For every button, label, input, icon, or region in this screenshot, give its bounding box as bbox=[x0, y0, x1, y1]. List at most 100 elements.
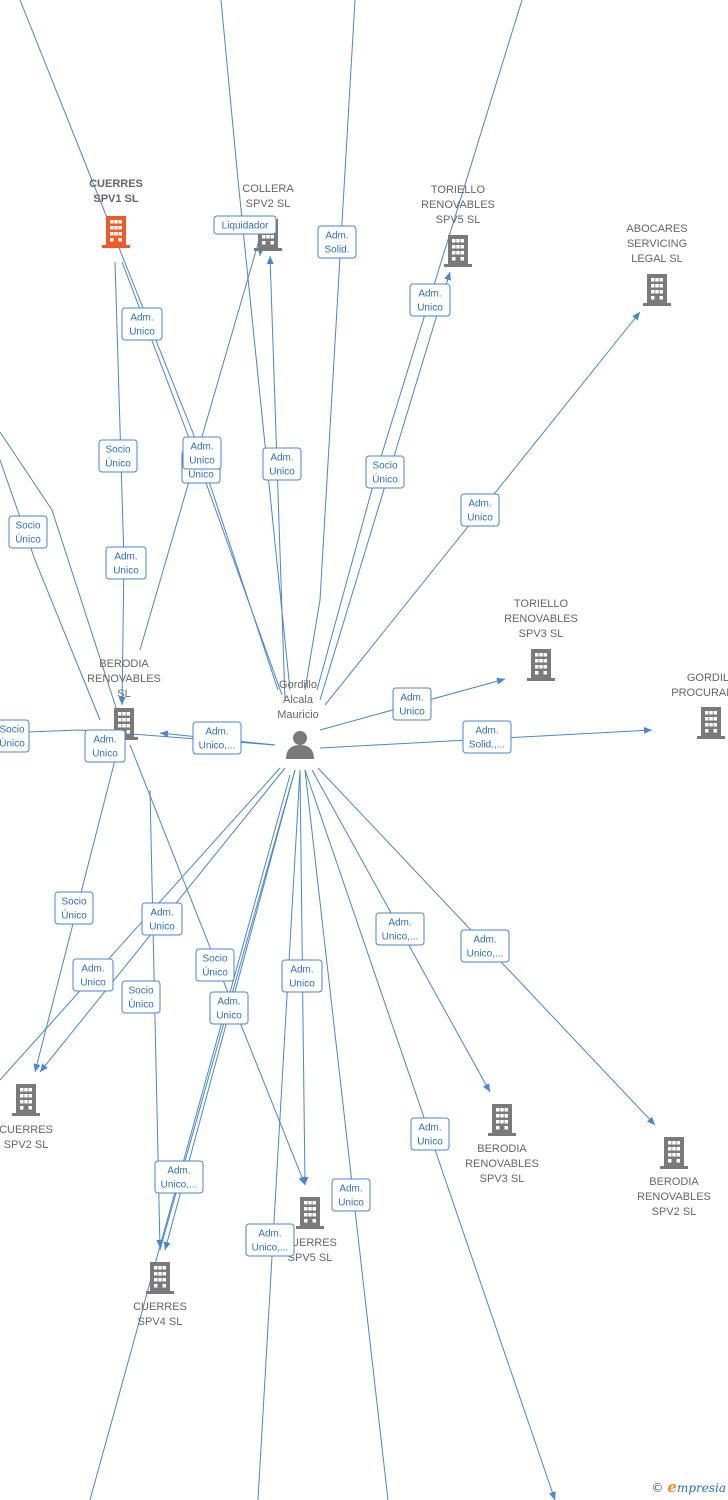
relation-text: Unico bbox=[113, 566, 139, 577]
edge-arrow bbox=[646, 1116, 655, 1125]
edge-arrow bbox=[160, 730, 169, 738]
relation-text: Adm. bbox=[473, 935, 496, 946]
relation-text: Solid. bbox=[324, 245, 349, 256]
relation-label[interactable]: Adm. Unico,... bbox=[460, 929, 510, 963]
relation-text: Adm. bbox=[190, 442, 213, 453]
edge-arrow bbox=[483, 1083, 490, 1092]
relation-text: Unico bbox=[188, 470, 214, 481]
building-icon bbox=[697, 707, 725, 739]
company-node-gordillo-proc[interactable]: GORDILLPROCURADOR bbox=[671, 672, 728, 739]
relation-text: Socio bbox=[0, 725, 25, 736]
relation-label[interactable]: Adm.Unico bbox=[72, 958, 114, 992]
relation-text: Adm. bbox=[418, 289, 441, 300]
relation-label[interactable]: Adm.Unico bbox=[121, 307, 163, 341]
relationship-edge[interactable] bbox=[0, 767, 281, 1081]
edge-arrow bbox=[643, 726, 652, 734]
relation-text: Único bbox=[202, 966, 228, 979]
relation-box bbox=[105, 546, 147, 580]
relation-label[interactable]: Adm.Unico bbox=[141, 902, 183, 936]
relation-label[interactable]: Liquidador bbox=[213, 215, 277, 235]
relation-label[interactable]: Adm.Unico,... bbox=[192, 721, 242, 755]
node-label-line: Alcala bbox=[283, 694, 314, 706]
relation-label[interactable]: Adm.Unico bbox=[460, 493, 500, 527]
relation-label[interactable]: Adm.Unico bbox=[409, 283, 451, 317]
relation-label[interactable]: Adm.Solid.,... bbox=[462, 720, 512, 754]
relation-text: Unico,... bbox=[467, 949, 504, 960]
relation-label[interactable]: Adm.Unico bbox=[84, 729, 126, 763]
relationship-edge[interactable] bbox=[304, 0, 356, 691]
relation-box bbox=[365, 455, 405, 489]
relation-text: Adm. bbox=[150, 908, 173, 919]
relation-text: Socio bbox=[105, 445, 130, 456]
relation-label[interactable]: Adm.Unico,... bbox=[375, 912, 425, 946]
relationship-edge[interactable] bbox=[257, 769, 301, 1500]
relation-text: Unico bbox=[417, 1137, 443, 1148]
node-label-line: RENOVABLES bbox=[87, 673, 161, 685]
relation-box bbox=[392, 687, 432, 721]
relation-text: Unico bbox=[467, 513, 493, 524]
building-icon bbox=[660, 1137, 688, 1169]
relation-text: Único bbox=[128, 998, 154, 1011]
relationship-edge[interactable] bbox=[220, 0, 291, 691]
node-label-line: SPV1 SL bbox=[93, 193, 139, 205]
person-icon bbox=[286, 731, 314, 759]
edge-arrow bbox=[549, 1491, 556, 1500]
relationship-edge[interactable] bbox=[89, 774, 291, 1500]
node-label-line: SPV4 SL bbox=[138, 1316, 183, 1328]
relation-label[interactable]: Adm.Unico bbox=[281, 959, 323, 993]
relation-label[interactable]: Adm.Unico bbox=[410, 1117, 450, 1151]
node-label-line: SPV2 SL bbox=[4, 1139, 49, 1151]
relation-text: Unico bbox=[269, 467, 295, 478]
relation-box bbox=[54, 891, 94, 925]
relations-layer: LiquidadorAdm.Solid.Adm.UnicoAdm.UnicoSo… bbox=[0, 215, 512, 1257]
relation-text: Adm. bbox=[217, 997, 240, 1008]
node-label-line: TORIELLO bbox=[431, 184, 486, 196]
building-icon bbox=[444, 235, 472, 267]
relation-text: Unico,... bbox=[161, 1180, 198, 1191]
company-node-cuerres-spv1[interactable]: CUERRES SPV1 SL bbox=[89, 178, 143, 248]
relation-label[interactable]: Adm.Unico,... bbox=[245, 1223, 295, 1257]
relation-label[interactable]: Adm.Unico bbox=[182, 436, 222, 470]
relation-label[interactable]: Adm.Unico bbox=[392, 687, 432, 721]
relationship-edge[interactable] bbox=[19, 0, 279, 691]
relation-text: Adm. bbox=[114, 552, 137, 563]
brand-logo-text: mpresia bbox=[676, 1481, 726, 1495]
relationship-edge[interactable] bbox=[0, 459, 101, 721]
relation-box bbox=[317, 225, 357, 259]
relation-label[interactable]: Adm.Solid. bbox=[317, 225, 357, 259]
relation-label[interactable]: Adm.Unico bbox=[331, 1178, 371, 1212]
node-label-line: SPV5 SL bbox=[436, 214, 481, 226]
relationship-edge[interactable] bbox=[0, 431, 121, 721]
relationship-edge[interactable] bbox=[304, 769, 389, 1500]
node-label-line: RENOVABLES bbox=[637, 1191, 711, 1203]
relation-text: Solid.,... bbox=[469, 740, 505, 751]
relation-label[interactable]: Adm.Unico bbox=[209, 991, 249, 1025]
relation-label[interactable]: Adm. Unico bbox=[105, 546, 147, 580]
relation-label[interactable]: Adm.Unico bbox=[262, 447, 302, 481]
node-label-line: RENOVABLES bbox=[465, 1158, 539, 1170]
relation-box bbox=[462, 720, 512, 754]
brand-footer: ©empresia bbox=[651, 1478, 726, 1496]
node-label-line: CUERRES bbox=[89, 178, 143, 190]
node-label-line: PROCURADOR bbox=[671, 687, 728, 699]
relation-label[interactable]: Adm.Unico,... bbox=[154, 1160, 204, 1194]
relation-box bbox=[8, 515, 48, 549]
